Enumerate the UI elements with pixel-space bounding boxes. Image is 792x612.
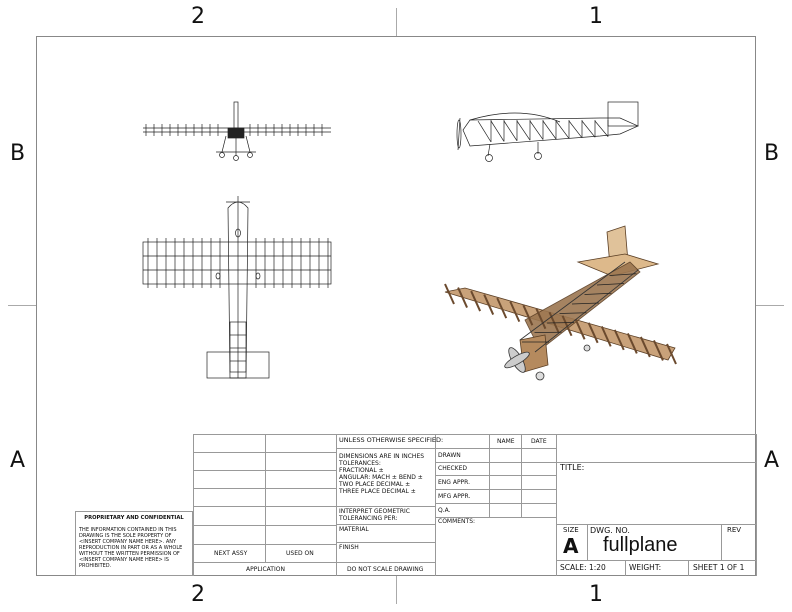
- zone-label-bottom-1: 1: [589, 582, 603, 607]
- zone-label-top-1: 1: [589, 4, 603, 29]
- rev-label: REV: [727, 526, 742, 534]
- mfg-appr-label: MFG APPR.: [438, 493, 471, 500]
- proprietary-body: THE INFORMATION CONTAINED IN THIS DRAWIN…: [79, 527, 183, 569]
- zone-label-left-b: B: [10, 141, 26, 166]
- title-block: UNLESS OTHERWISE SPECIFIED: DIMENSIONS A…: [193, 434, 757, 576]
- title-label: TITLE:: [560, 463, 585, 472]
- dimensions-notes: DIMENSIONS ARE IN INCHES TOLERANCES: FRA…: [339, 453, 425, 495]
- frame-tick-left: [8, 305, 36, 306]
- application-label: APPLICATION: [246, 566, 285, 573]
- weight-label: WEIGHT:: [629, 563, 662, 572]
- next-assy-label: NEXT ASSY: [214, 550, 248, 557]
- name-column-header: NAME: [497, 438, 515, 445]
- dwg-no-label: DWG. NO.: [590, 526, 630, 535]
- zone-label-top-2: 2: [191, 4, 205, 29]
- finish-label: FINISH: [339, 544, 359, 551]
- zone-label-right-a: A: [764, 448, 780, 473]
- drawn-label: DRAWN: [438, 452, 461, 459]
- sheet-label: SHEET 1 OF 1: [693, 563, 745, 572]
- side-view: [456, 101, 639, 162]
- isometric-view: [444, 225, 677, 381]
- date-column-header: DATE: [531, 438, 547, 445]
- drawing-border: [36, 36, 756, 576]
- frame-tick-bottom: [396, 576, 397, 604]
- zone-label-right-b: B: [764, 141, 780, 166]
- size-label: SIZE: [563, 526, 579, 534]
- unless-specified-label: UNLESS OTHERWISE SPECIFIED:: [339, 436, 444, 444]
- frame-tick-top: [396, 8, 397, 36]
- frame-tick-right: [756, 305, 784, 306]
- dwg-no-value: fullplane: [603, 534, 678, 556]
- size-value: A: [563, 534, 579, 558]
- checked-label: CHECKED: [438, 465, 468, 472]
- qa-label: Q.A.: [438, 507, 451, 514]
- proprietary-notice: PROPRIETARY AND CONFIDENTIAL THE INFORMA…: [75, 511, 193, 576]
- comments-label: COMMENTS:: [438, 518, 476, 525]
- front-view: [143, 101, 331, 161]
- top-view: [142, 196, 332, 379]
- zone-label-bottom-2: 2: [191, 582, 205, 607]
- proprietary-heading: PROPRIETARY AND CONFIDENTIAL: [84, 515, 184, 521]
- interpret-notes: INTERPRET GEOMETRIC TOLERANCING PER:: [339, 508, 410, 522]
- eng-appr-label: ENG APPR.: [438, 479, 471, 486]
- material-label: MATERIAL: [339, 526, 369, 533]
- zone-label-left-a: A: [10, 448, 26, 473]
- used-on-label: USED ON: [286, 550, 314, 557]
- do-not-scale-label: DO NOT SCALE DRAWING: [347, 566, 424, 573]
- scale-label: SCALE: 1:20: [560, 563, 606, 572]
